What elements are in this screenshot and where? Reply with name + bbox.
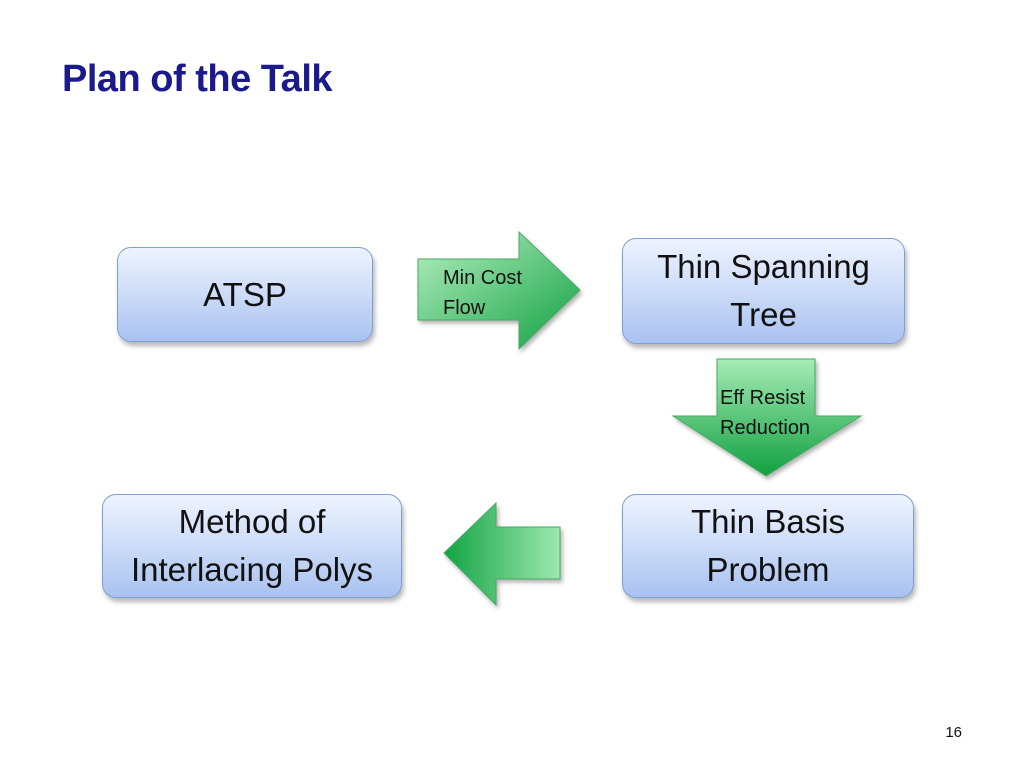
node-atsp: ATSP — [117, 247, 373, 342]
edge-min-cost-flow-label: Min Cost Flow — [443, 263, 522, 323]
edge-min-cost-flow-line-1: Min Cost — [443, 267, 522, 289]
arrow-left-icon — [443, 501, 561, 607]
arrow-right-icon — [417, 230, 581, 351]
node-method-interlacing-line-2: Interlacing Polys — [130, 551, 374, 588]
arrow-down-icon — [671, 358, 863, 477]
edge-min-cost-flow-line-2: Flow — [443, 297, 486, 319]
node-thin-basis-problem-line-1: Thin Basis — [690, 503, 846, 540]
node-thin-basis-problem: Thin Basis Problem — [622, 494, 914, 598]
node-thin-spanning-tree: Thin Spanning Tree — [622, 238, 905, 344]
node-method-interlacing-polys: Method of Interlacing Polys — [102, 494, 402, 598]
edge-eff-resist-reduction-label: Eff Resist Reduction — [720, 383, 810, 443]
node-method-interlacing-line-1: Method of — [178, 503, 326, 540]
edge-eff-resist-reduction-line-2: Reduction — [720, 417, 811, 439]
node-thin-basis-problem-line-2: Problem — [706, 551, 830, 588]
page-number: 16 — [945, 724, 962, 741]
page-title: Plan of the Talk — [62, 58, 333, 100]
node-thin-spanning-tree-line-2: Tree — [730, 296, 797, 333]
node-atsp-label: ATSP — [203, 275, 287, 313]
edge-eff-resist-reduction-line-1: Eff Resist — [720, 387, 806, 409]
node-thin-spanning-tree-line-1: Thin Spanning — [657, 248, 870, 285]
